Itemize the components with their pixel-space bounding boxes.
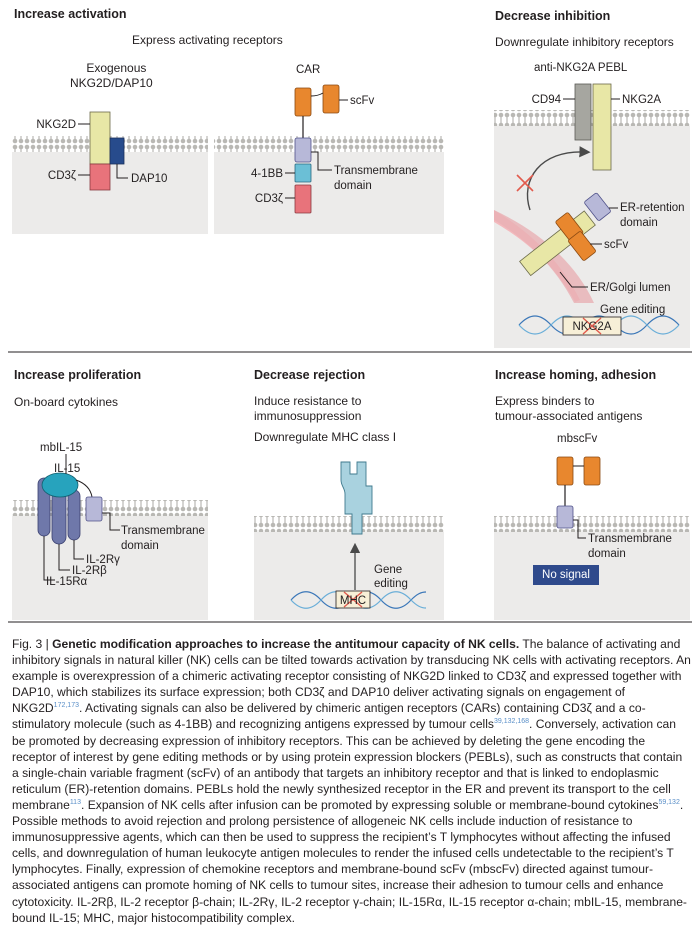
label-il2rg: IL-2Rγ bbox=[86, 554, 120, 566]
mbscfv-tm bbox=[556, 505, 574, 529]
no-signal-badge: No signal bbox=[533, 565, 599, 585]
label-tm-p3-2: domain bbox=[121, 540, 159, 552]
label-gene-editing: Gene editing bbox=[600, 304, 665, 316]
label-cd3z: CD3ζ bbox=[48, 170, 76, 182]
caption-s2: . Activating signals can also be deliver… bbox=[12, 701, 646, 732]
pebl-scfv-b bbox=[568, 231, 596, 261]
subtitle-decrease-inhibition: Downregulate inhibitory receptors bbox=[495, 35, 674, 49]
figure-canvas: NKG2D CD3ζ DAP10 CAR scFv Transmembrane … bbox=[8, 62, 692, 623]
caption-title: Genetic modification approaches to incre… bbox=[52, 637, 520, 651]
exogenous-label: Exogenous NKG2D/DAP10 bbox=[70, 61, 153, 91]
label-scfv: scFv bbox=[350, 95, 375, 107]
title-increase-proliferation: Increase proliferation bbox=[14, 368, 142, 382]
mbscfv-scfv-b bbox=[583, 456, 601, 486]
label-er-golgi: ER/Golgi lumen bbox=[590, 282, 671, 294]
cd3z-block bbox=[89, 163, 111, 191]
exogenous-line-1: Exogenous bbox=[86, 61, 147, 75]
label-mbscfv: mbscFv bbox=[557, 433, 598, 445]
pebl-diagram bbox=[494, 83, 690, 348]
exogenous-line-2: NKG2D/DAP10 bbox=[70, 76, 153, 90]
label-cd94: CD94 bbox=[532, 94, 562, 106]
rejection-line-1b: immunosuppression bbox=[254, 409, 362, 423]
diagram-labels: NKG2D CD3ζ DAP10 CAR scFv Transmembrane … bbox=[36, 62, 684, 607]
label-tm-p5-2: domain bbox=[588, 548, 626, 560]
car-4-1bb bbox=[294, 163, 312, 183]
title-decrease-inhibition: Decrease inhibition bbox=[495, 9, 611, 23]
homing-line-1a: Express binders to bbox=[495, 394, 595, 408]
car-tm bbox=[294, 137, 312, 163]
label-gene-editing-p4-2: editing bbox=[374, 578, 408, 590]
caption-ref-3[interactable]: 113 bbox=[69, 798, 81, 806]
nkg2d-dap10-diagram bbox=[12, 111, 208, 234]
label-gene-editing-p4-1: Gene bbox=[374, 564, 402, 576]
caption-ref-2[interactable]: 39,132,168 bbox=[493, 718, 530, 726]
rejection-line-1: Induce resistance to immunosuppression bbox=[254, 394, 361, 424]
caption-s1: The balance of activating and inhibitory… bbox=[12, 637, 691, 716]
scfv-left bbox=[294, 87, 312, 117]
scfv-right bbox=[322, 84, 340, 114]
dap10-block bbox=[109, 137, 125, 165]
label-nkg2a-gene: NKG2A bbox=[573, 321, 612, 333]
er-retention-block bbox=[584, 192, 611, 221]
label-cd3z-car: CD3ζ bbox=[255, 193, 283, 205]
label-tm-1: Transmembrane bbox=[334, 165, 418, 177]
mbscfv-scfv-a bbox=[556, 456, 574, 486]
caption-fig: Fig. 3 | bbox=[12, 637, 53, 651]
rejection-line-1a: Induce resistance to bbox=[254, 394, 362, 408]
label-il2rb: IL-2Rβ bbox=[72, 565, 107, 577]
label-4-1bb: 4-1BB bbox=[251, 168, 283, 180]
label-tm-2: domain bbox=[334, 180, 372, 192]
blocked-cross bbox=[516, 174, 534, 192]
il2rg-block bbox=[67, 489, 81, 541]
car-diagram bbox=[214, 84, 444, 234]
label-mbil15: mbIL-15 bbox=[40, 442, 82, 454]
label-car: CAR bbox=[296, 64, 320, 76]
label-scfv-pebl: scFv bbox=[604, 239, 629, 251]
label-mhc-gene: MHC bbox=[340, 595, 366, 607]
label-il15ra: IL-15Rα bbox=[46, 576, 88, 588]
title-increase-homing: Increase homing, adhesion bbox=[495, 368, 657, 382]
label-er-ret-1: ER-retention bbox=[620, 202, 685, 214]
label-il15: IL-15 bbox=[54, 463, 80, 475]
label-pebl: anti-NKG2A PEBL bbox=[534, 62, 628, 74]
label-tm-p3-1: Transmembrane bbox=[121, 525, 205, 537]
label-dap10: DAP10 bbox=[131, 173, 167, 185]
panel-separators bbox=[8, 351, 692, 623]
il15-ellipse bbox=[41, 472, 79, 498]
caption-s3: . Conversely, activation can be promoted… bbox=[12, 717, 683, 812]
caption-s4: . Expansion of NK cells after infusion c… bbox=[80, 797, 659, 812]
title-increase-activation: Increase activation bbox=[14, 7, 127, 21]
title-decrease-rejection: Decrease rejection bbox=[254, 368, 366, 382]
mbil15-diagram bbox=[12, 454, 208, 620]
label-tm-p5-1: Transmembrane bbox=[588, 533, 672, 545]
label-er-ret-2: domain bbox=[620, 217, 658, 229]
subtitle-increase-activation: Express activating receptors bbox=[132, 33, 283, 47]
mbil15-tm bbox=[85, 496, 103, 522]
car-cd3z bbox=[294, 184, 312, 214]
subtitle-increase-proliferation: On-board cytokines bbox=[14, 395, 119, 409]
cd94-block bbox=[574, 83, 592, 141]
nkg2d-block bbox=[89, 111, 111, 165]
figure-caption: Fig. 3 | Genetic modification approaches… bbox=[12, 636, 692, 926]
mhc-molecule bbox=[340, 461, 373, 535]
label-nkg2d: NKG2D bbox=[36, 119, 76, 131]
homing-line-1: Express binders to tumour-associated ant… bbox=[495, 394, 642, 424]
homing-line-1b: tumour-associated antigens bbox=[495, 409, 643, 423]
caption-s5: . Possible methods to avoid rejection an… bbox=[12, 797, 687, 925]
rejection-line-2: Downregulate MHC class I bbox=[254, 430, 397, 444]
nkg2a-block bbox=[592, 83, 612, 171]
mhc-diagram bbox=[254, 461, 444, 620]
label-nkg2a: NKG2A bbox=[622, 94, 661, 106]
caption-ref-4[interactable]: 59,132 bbox=[658, 798, 680, 806]
caption-ref-1[interactable]: 172,173 bbox=[53, 702, 79, 710]
